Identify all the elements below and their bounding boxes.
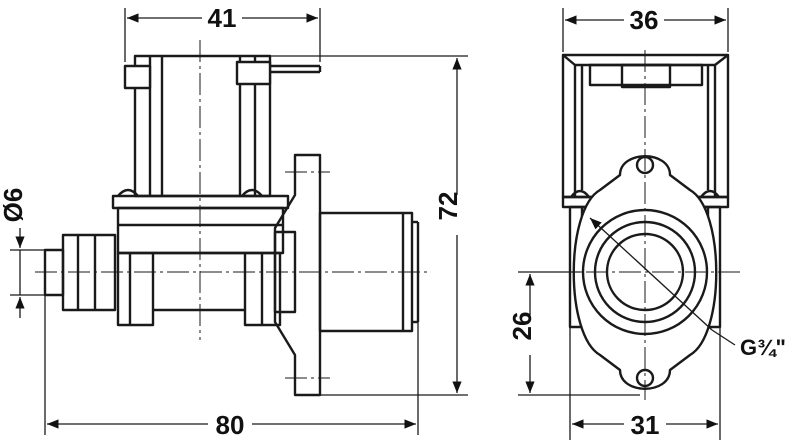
valve-body [111,194,290,327]
front-view: G¾" 36 26 31 [507,5,786,440]
dim-label-26: 26 [507,312,537,341]
side-view: 41 72 80 Ø6 [0,3,471,440]
dim-bottom-80: 80 [44,295,419,440]
dim-top-41: 41 [124,3,321,62]
dim-label-diameter-6: Ø6 [0,188,28,223]
dim-label-31: 31 [631,410,660,440]
dim-left-26: 26 [507,271,640,396]
dim-label-36: 36 [630,5,659,35]
dim-top-36: 36 [562,5,729,52]
outlet-flange [273,153,420,397]
dim-label-41: 41 [208,3,237,33]
solenoid-coil [117,54,322,198]
dim-label-80: 80 [216,410,245,440]
dim-inlet-diameter: Ø6 [0,188,45,318]
thread-callout-label: G¾" [740,335,786,360]
dim-label-72: 72 [433,192,463,221]
dim-right-72: 72 [270,55,471,396]
dim-bottom-31: 31 [569,327,721,440]
thread-leader: G¾" [589,217,786,360]
